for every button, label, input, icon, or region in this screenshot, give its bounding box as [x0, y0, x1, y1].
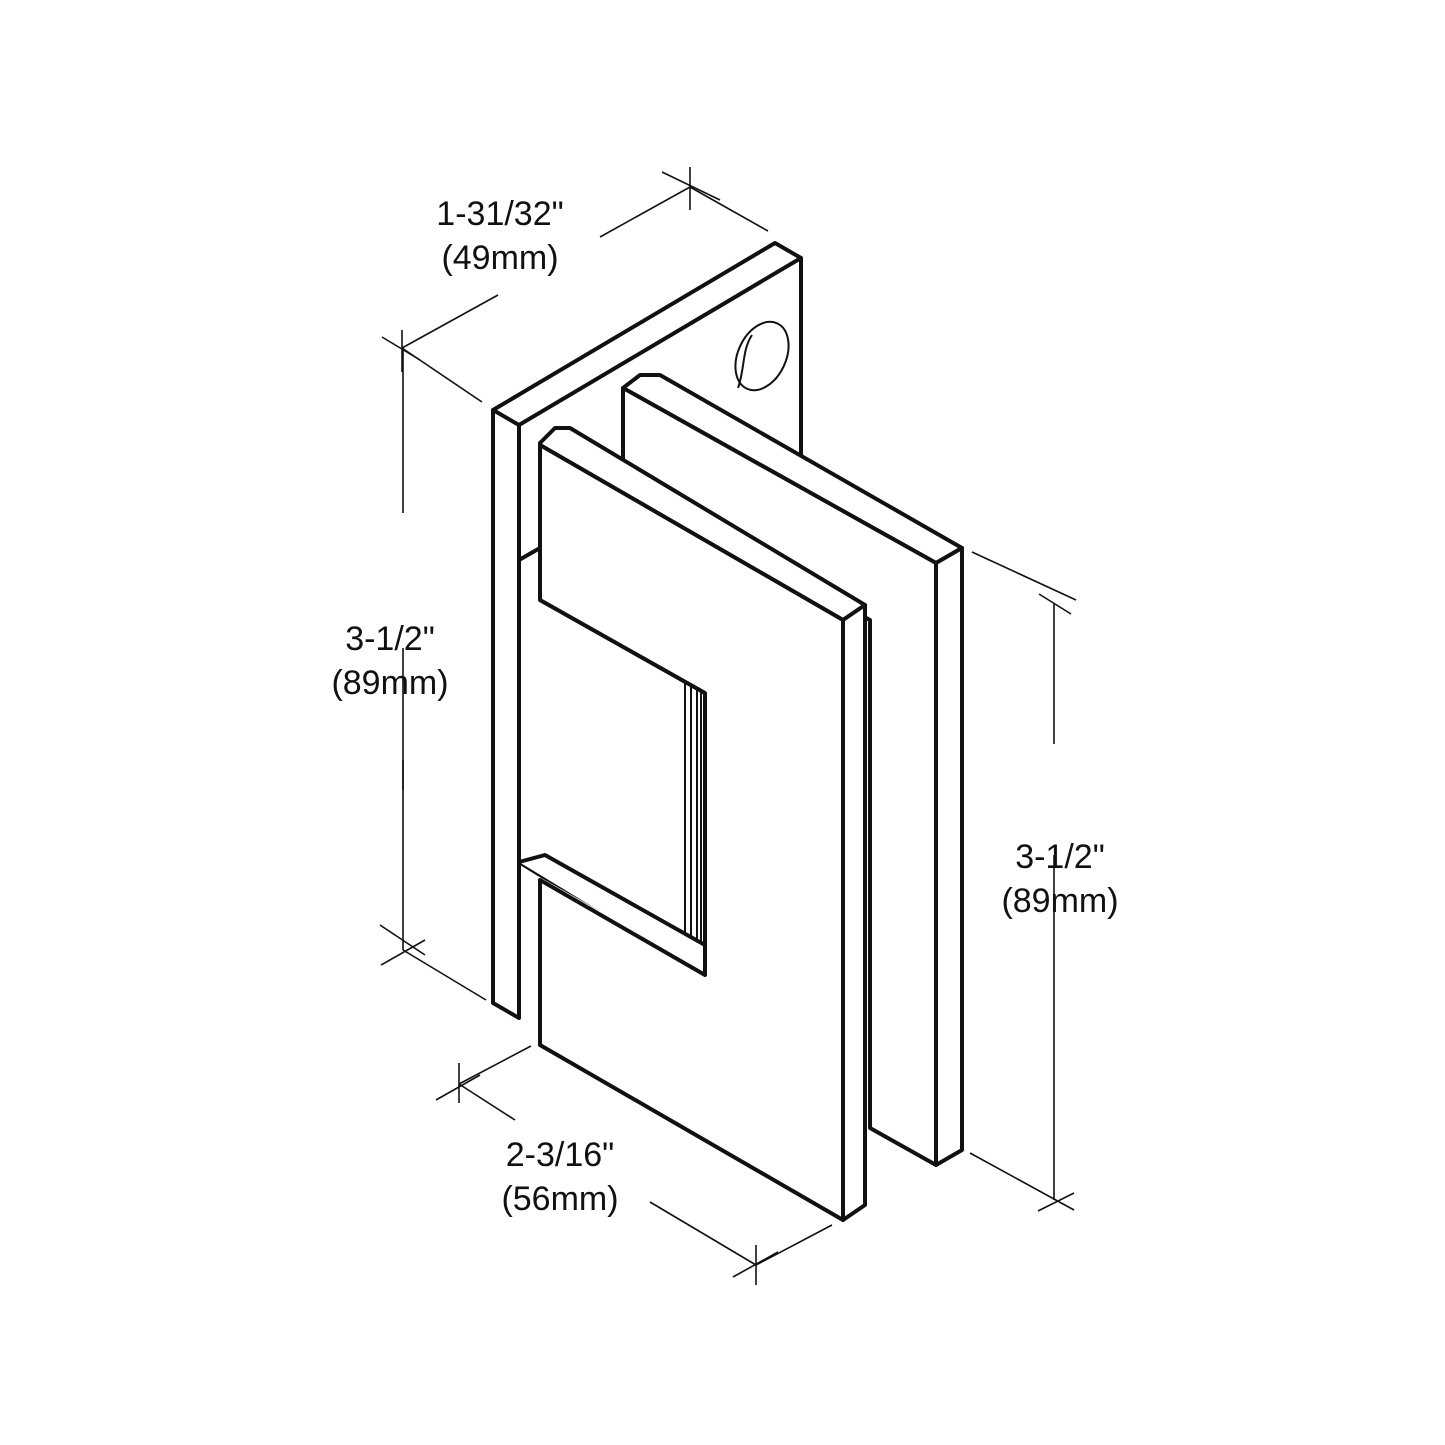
right-height-imperial: 3-1/2": [1015, 838, 1105, 876]
front-clamp-plate: [538, 426, 867, 1222]
left-height-metric: (89mm): [331, 664, 449, 702]
mounting-hole-icon: [734, 320, 790, 392]
dimension-label-top-depth: 1-31/32" (49mm): [405, 192, 595, 280]
dimension-line-left-height: [379, 348, 487, 1001]
dimension-line-bottom-width: [435, 1045, 833, 1285]
bottom-width-imperial: 2-3/16": [505, 1136, 615, 1174]
dimension-label-bottom-width: 2-3/16" (56mm): [475, 1133, 645, 1221]
dimension-label-right-height: 3-1/2" (89mm): [975, 835, 1145, 923]
dimension-label-left-height: 3-1/2" (89mm): [305, 617, 475, 705]
rear-clamp-plate: [621, 373, 964, 1167]
right-height-metric: (89mm): [1001, 882, 1119, 920]
left-height-imperial: 3-1/2": [345, 620, 435, 658]
top-depth-metric: (49mm): [441, 239, 559, 277]
bottom-width-metric: (56mm): [501, 1180, 619, 1218]
top-depth-imperial: 1-31/32": [436, 195, 564, 233]
dimension-line-right-height: [969, 551, 1077, 1212]
dimension-line-top-depth: [381, 167, 769, 403]
